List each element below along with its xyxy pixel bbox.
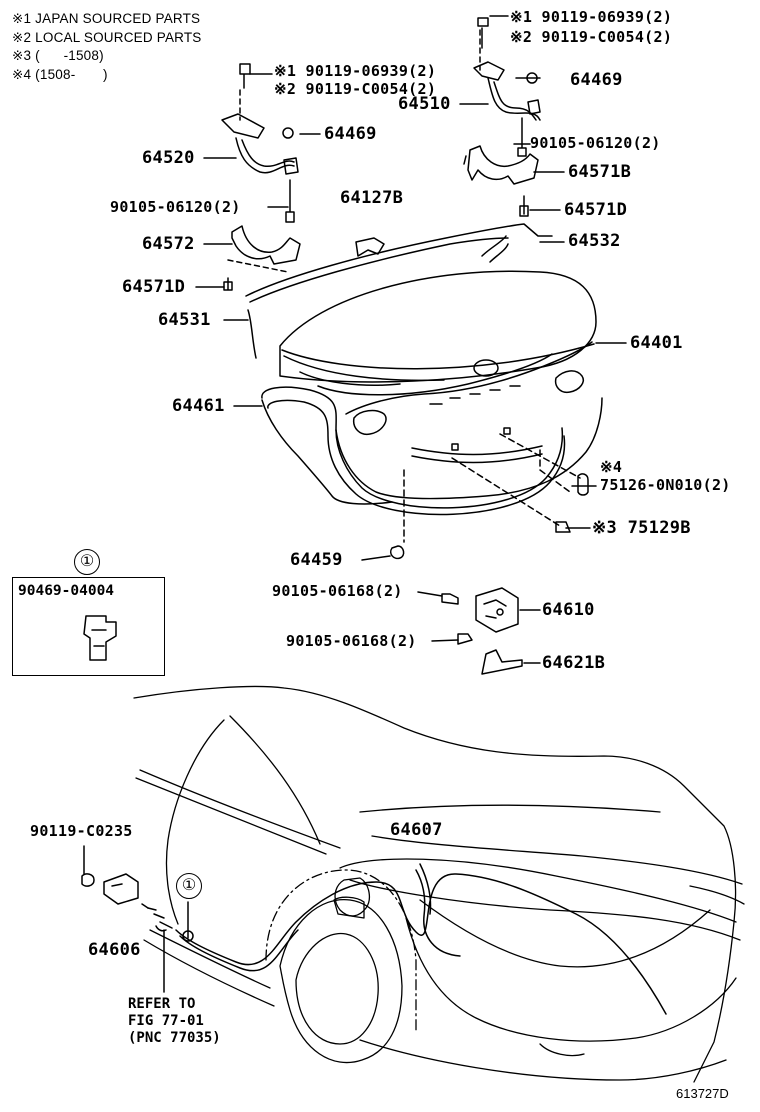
label-64510: 64510 xyxy=(398,94,451,114)
notes-legend: ※1 JAPAN SOURCED PARTS ※2 LOCAL SOURCED … xyxy=(12,10,202,84)
hinge-right xyxy=(473,17,541,157)
refer-line-2: FIG 77-01 xyxy=(128,1013,204,1029)
label-90105-06120-right: 90105-06120(2) xyxy=(530,134,661,152)
label-75129b: ※3 75129B xyxy=(592,518,691,538)
label-90105-06168-a: 90105-06168(2) xyxy=(272,582,403,600)
weatherstrip-64461 xyxy=(261,386,566,516)
label-64572: 64572 xyxy=(142,234,195,254)
label-64532: 64532 xyxy=(568,231,621,251)
refer-note: REFER TO FIG 77-01 (PNC 77035) xyxy=(128,996,221,1047)
label-90469-04004: 90469-04004 xyxy=(18,583,115,599)
note-1: ※1 JAPAN SOURCED PARTS xyxy=(12,11,201,26)
note-3: ※3 ( -1508) xyxy=(12,48,104,63)
label-90119-06939-mid: ※1 90119-06939(2) xyxy=(274,62,437,80)
car-body xyxy=(133,685,745,1083)
label-64607: 64607 xyxy=(390,820,443,840)
callout-marker xyxy=(182,930,194,942)
opener-64606 xyxy=(81,873,173,932)
label-90119-06939-top: ※1 90119-06939(2) xyxy=(510,8,673,26)
label-90119-c0235: 90119-C0235 xyxy=(30,822,133,840)
label-64520: 64520 xyxy=(142,148,195,168)
label-64531: 64531 xyxy=(158,310,211,330)
cushion-64459 xyxy=(389,545,405,560)
bracket-64127b xyxy=(355,237,385,257)
hinge-cover-64572 xyxy=(227,225,301,273)
label-64469-left: 64469 xyxy=(324,124,377,144)
label-90119-c0054-top: ※2 90119-C0054(2) xyxy=(510,28,673,46)
label-64571b: 64571B xyxy=(568,162,632,182)
inset-box xyxy=(12,577,165,676)
label-64571d-right: 64571D xyxy=(564,200,628,220)
dashed-leaders xyxy=(403,433,581,543)
label-leaders xyxy=(83,73,597,909)
note-4: ※4 (1508- ) xyxy=(12,66,108,82)
refer-line-3: (PNC 77035) xyxy=(128,1030,221,1046)
bumper-75129b xyxy=(555,521,571,533)
label-64469-right: 64469 xyxy=(570,70,623,90)
label-64127b: 64127B xyxy=(340,188,404,208)
label-64606: 64606 xyxy=(88,940,141,960)
hinge-cover-64571b xyxy=(463,145,539,185)
figure-code: 613727D xyxy=(676,1086,729,1101)
label-64621b: 64621B xyxy=(542,653,606,673)
label-64461: 64461 xyxy=(172,396,225,416)
label-64610: 64610 xyxy=(542,600,595,620)
lock-64610 xyxy=(441,587,519,633)
trunk-lid xyxy=(279,270,603,500)
label-90105-06120-left: 90105-06120(2) xyxy=(110,198,241,216)
release-cable-64607 xyxy=(175,863,667,1015)
label-64401: 64401 xyxy=(630,333,683,353)
label-64571d-left: 64571D xyxy=(122,277,186,297)
clip-90469 xyxy=(83,615,117,661)
callout-circle-car: ① xyxy=(176,873,202,899)
striker-64621b xyxy=(457,633,523,675)
label-90119-c0054-mid: ※2 90119-C0054(2) xyxy=(274,80,437,98)
torsion-bars xyxy=(245,223,553,359)
hinge-left xyxy=(221,63,299,223)
note-2: ※2 LOCAL SOURCED PARTS xyxy=(12,29,202,45)
bumper-75126 xyxy=(577,473,589,496)
callout-circle-inset: ① xyxy=(74,549,100,575)
label-75126: ※4 75126-0N010(2) xyxy=(600,458,731,494)
refer-line-1: REFER TO xyxy=(128,996,196,1012)
clip-64571d xyxy=(519,195,529,217)
clip-64571d-left xyxy=(223,277,233,291)
label-90105-06168-b: 90105-06168(2) xyxy=(286,632,417,650)
label-64459: 64459 xyxy=(290,550,343,570)
